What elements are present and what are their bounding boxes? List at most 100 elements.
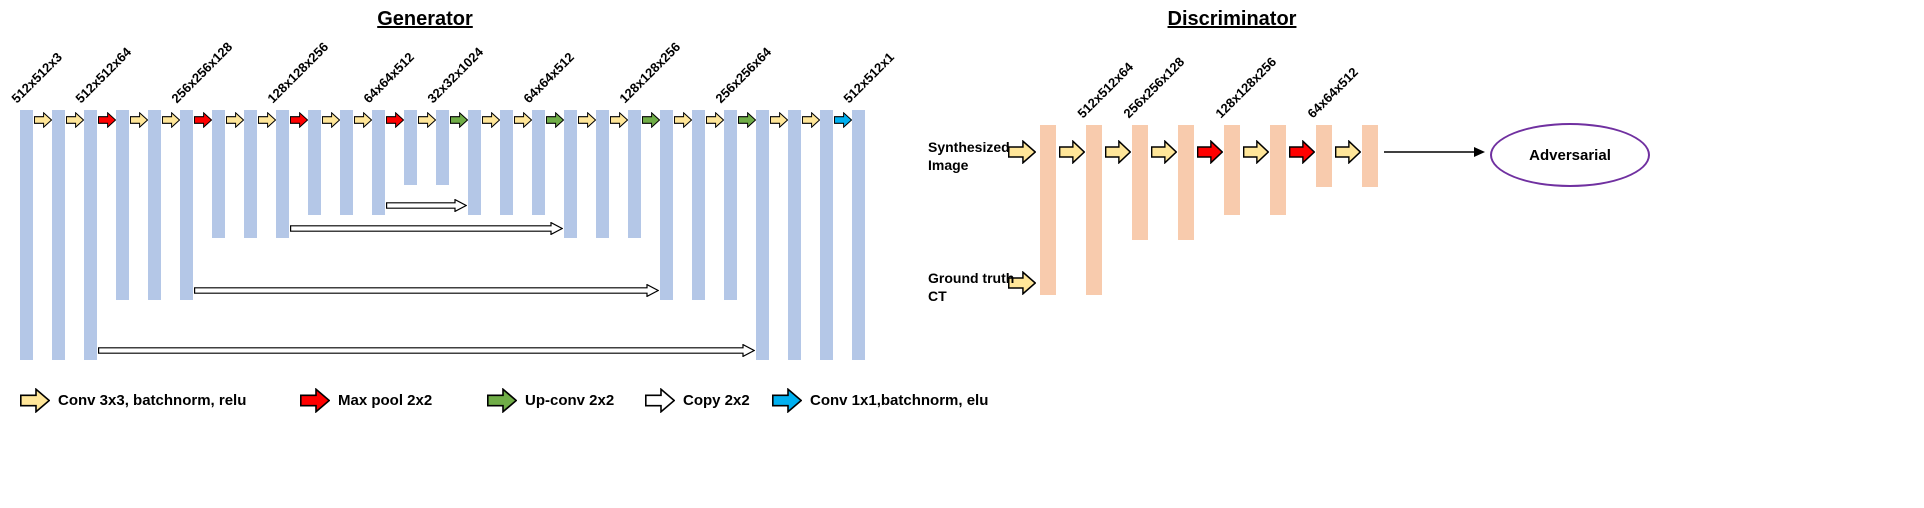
upconv-arrow <box>449 111 468 129</box>
conv-arrow <box>321 111 340 129</box>
feature-map-bar <box>596 110 609 238</box>
feature-map-bar <box>1040 125 1056 295</box>
feature-map-bar <box>1224 125 1240 215</box>
conv-arrow <box>801 111 820 129</box>
feature-dimension-label: 256x256x128 <box>168 39 236 106</box>
legend-label: Conv 3x3, batchnorm, relu <box>58 392 247 409</box>
legend-label: Max pool 2x2 <box>338 392 433 409</box>
feature-map-bar <box>1086 125 1102 295</box>
feature-map-bar <box>1362 125 1378 187</box>
conv-arrow <box>33 111 52 129</box>
feature-map-bar <box>1178 125 1194 240</box>
conv-arrow <box>577 111 596 129</box>
feature-map-bar <box>788 110 801 360</box>
feature-map-bar <box>52 110 65 360</box>
conv-arrow <box>353 111 372 129</box>
maxpool-arrow <box>1289 139 1316 165</box>
conv-arrow <box>1008 139 1037 165</box>
conv-arrow <box>1008 270 1037 296</box>
conv-arrow <box>769 111 788 129</box>
generator-title: Generator <box>377 8 473 30</box>
feature-dimension-label: 512x512x3 <box>8 49 66 106</box>
maxpool-arrow <box>97 111 116 129</box>
feature-map-bar <box>436 110 449 185</box>
feature-map-bar <box>628 110 641 238</box>
feature-dimension-label: 256x256x64 <box>712 44 775 106</box>
feature-dimension-label: 64x64x512 <box>520 49 578 106</box>
conv-arrow <box>417 111 436 129</box>
feature-dimension-label: 32x32x1024 <box>424 44 487 106</box>
feature-map-bar <box>404 110 417 185</box>
feature-map-bar <box>212 110 225 238</box>
feature-map-bar <box>532 110 545 215</box>
feature-dimension-label: 64x64x512 <box>1304 64 1362 121</box>
copy-arrow <box>290 221 564 236</box>
feature-map-bar <box>84 110 97 360</box>
maxpool-arrow <box>385 111 404 129</box>
conv-arrow <box>705 111 724 129</box>
feature-map-bar <box>1132 125 1148 240</box>
synthesized-image-label: Synthesized Image <box>928 139 1010 174</box>
maxpool-arrow <box>300 387 331 414</box>
copy-arrow <box>194 283 660 298</box>
feature-map-bar <box>468 110 481 215</box>
feature-map-bar <box>852 110 865 360</box>
maxpool-arrow <box>1197 139 1224 165</box>
upconv-arrow <box>737 111 756 129</box>
feature-map-bar <box>148 110 161 300</box>
conv-arrow <box>1243 139 1270 165</box>
feature-map-bar <box>1316 125 1332 187</box>
legend-label: Up-conv 2x2 <box>525 392 615 409</box>
legend-label: Conv 1x1,batchnorm, elu <box>810 392 989 409</box>
feature-map-bar <box>20 110 33 360</box>
feature-map-bar <box>564 110 577 238</box>
feature-map-bar <box>660 110 673 300</box>
upconv-arrow <box>545 111 564 129</box>
feature-map-bar <box>244 110 257 238</box>
feature-dimension-label: 128x128x256 <box>1212 54 1280 121</box>
upconv-arrow <box>487 387 518 414</box>
legend-label: Copy 2x2 <box>683 392 750 409</box>
conv-arrow <box>257 111 276 129</box>
feature-dimension-label: 128x128x256 <box>264 39 332 106</box>
conv1x1-arrow <box>772 387 803 414</box>
conv-arrow <box>1335 139 1362 165</box>
feature-map-bar <box>340 110 353 215</box>
conv-arrow <box>161 111 180 129</box>
feature-map-bar <box>116 110 129 300</box>
feature-dimension-label: 128x128x256 <box>616 39 684 106</box>
conv-arrow <box>65 111 84 129</box>
copy-arrow <box>98 343 756 358</box>
conv-arrow <box>1151 139 1178 165</box>
conv-arrow <box>20 387 51 414</box>
conv-arrow <box>225 111 244 129</box>
feature-map-bar <box>308 110 321 215</box>
maxpool-arrow <box>193 111 212 129</box>
adversarial-output-ellipse: Adversarial <box>1490 123 1650 187</box>
feature-map-bar <box>500 110 513 215</box>
maxpool-arrow <box>289 111 308 129</box>
conv-arrow <box>481 111 500 129</box>
feature-map-bar <box>756 110 769 360</box>
discriminator-title: Discriminator <box>1167 8 1297 30</box>
feature-dimension-label: 64x64x512 <box>360 49 418 106</box>
feature-dimension-label: 512x512x1 <box>840 49 898 106</box>
feature-map-bar <box>372 110 385 215</box>
feature-map-bar <box>276 110 289 238</box>
conv-arrow <box>1059 139 1086 165</box>
feature-map-bar <box>1270 125 1286 215</box>
ground-truth-ct-label: Ground truth CT <box>928 270 1015 305</box>
conv-arrow <box>129 111 148 129</box>
copy-arrow <box>386 198 468 213</box>
conv-arrow <box>513 111 532 129</box>
adversarial-label: Adversarial <box>1529 146 1611 164</box>
conv1x1-arrow <box>833 111 852 129</box>
feature-map-bar <box>724 110 737 300</box>
feature-map-bar <box>820 110 833 360</box>
copy-arrow <box>645 387 676 414</box>
conv-arrow <box>609 111 628 129</box>
conv-arrow <box>1105 139 1132 165</box>
output-arrow <box>1384 144 1486 160</box>
upconv-arrow <box>641 111 660 129</box>
